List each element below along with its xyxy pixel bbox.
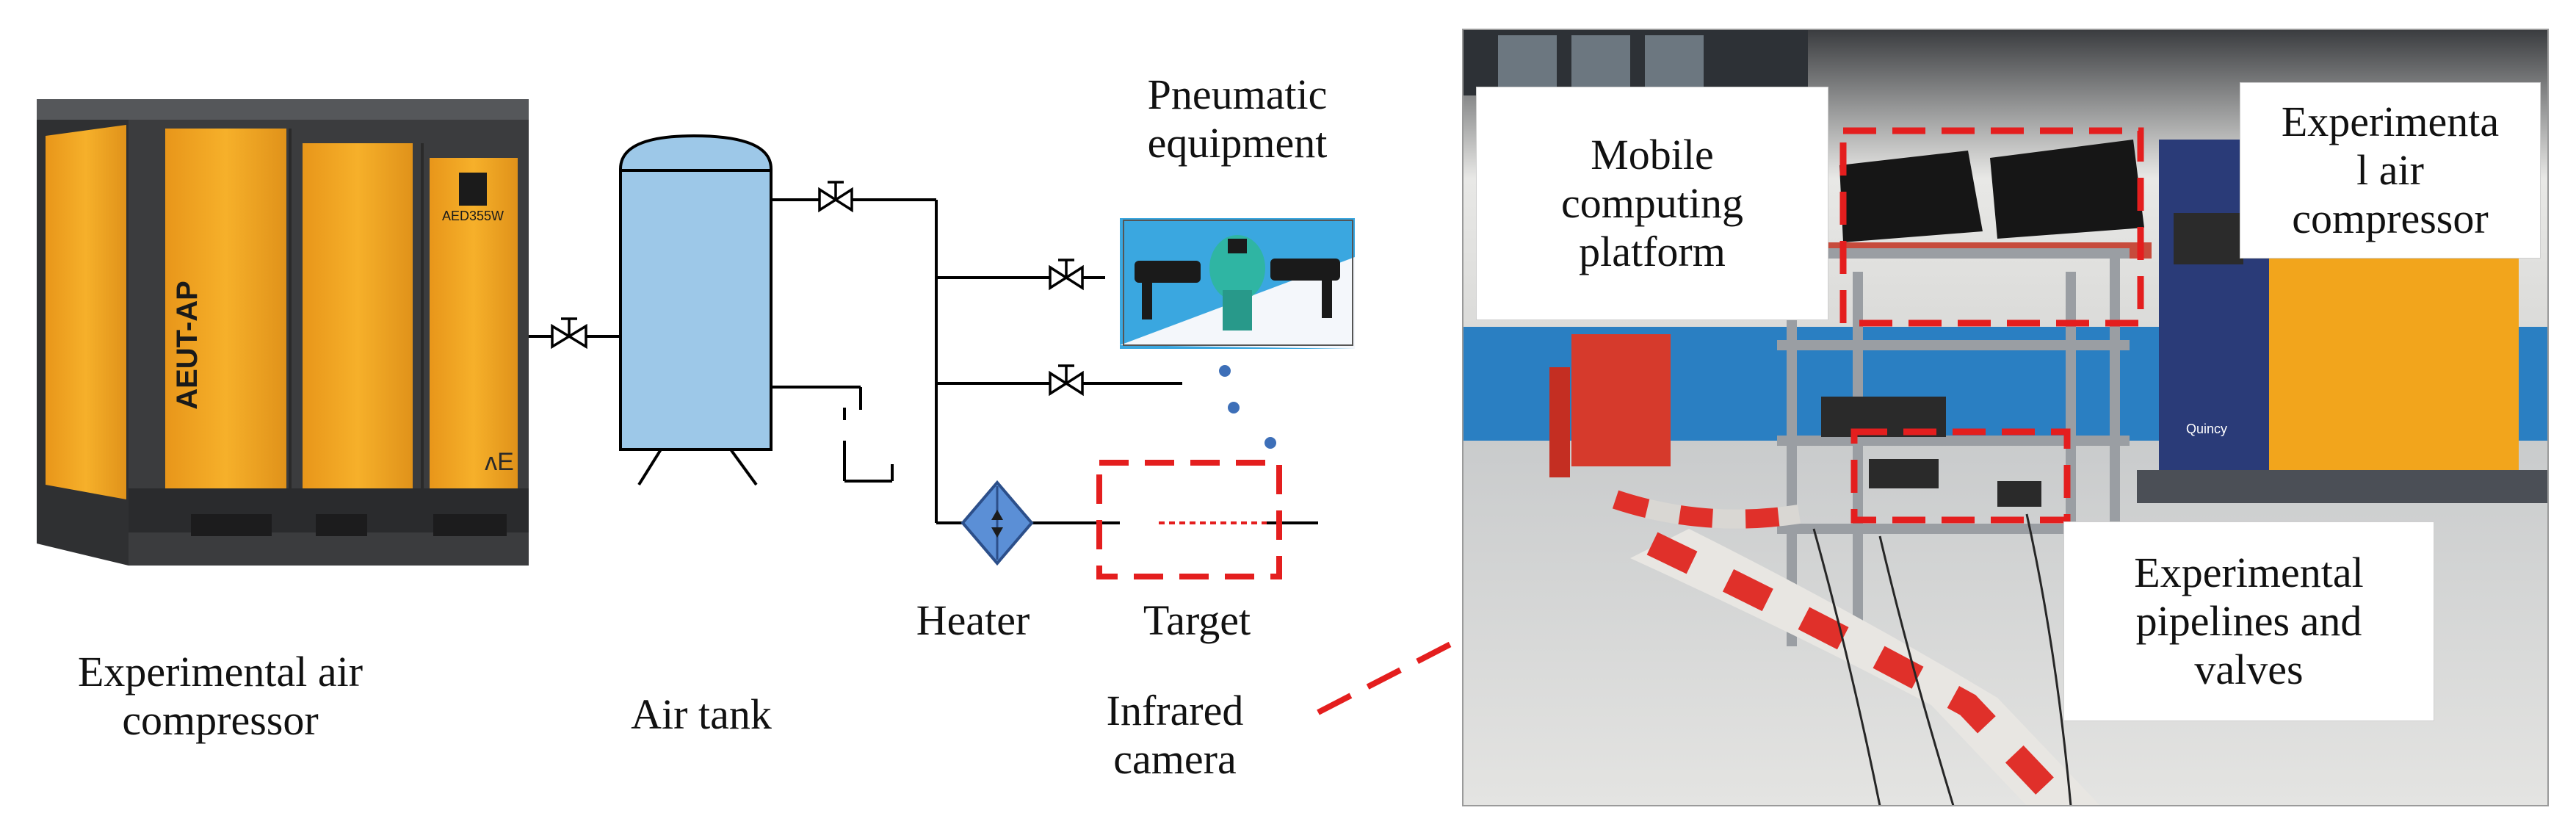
compressor-brand-text: AEUT-AP [171, 281, 203, 410]
heater-icon [960, 480, 1034, 566]
label-mobile-computing-platform: Mobile computing platform [1476, 87, 1828, 320]
valve-icon [1049, 364, 1084, 397]
label-compressor-left: Experimental air compressor [77, 648, 363, 744]
label-air-tank: Air tank [631, 690, 772, 738]
compressor-logo-icon: ᴧE [485, 448, 514, 476]
label-pneumatic-equipment: Pneumatic equipment [1147, 71, 1328, 167]
label-target: Target [1143, 596, 1251, 644]
label-infrared-camera: Infrared camera [1106, 687, 1244, 783]
label-heater: Heater [916, 596, 1030, 644]
pipeline-dashed-box [1850, 428, 2071, 524]
target-dashed-box [1096, 460, 1282, 579]
photo-brand-text: Quincy [2186, 422, 2227, 436]
compressor-model-text: AED355W [442, 209, 504, 223]
label-compressor-right: Experimenta l air compressor [2240, 82, 2541, 259]
computer-dashed-box [1839, 127, 2144, 327]
pneumatic-equipment-image [1120, 218, 1355, 349]
air-compressor-illustration: AEUT-AP AED355W ᴧE [37, 99, 529, 566]
valve-icon [551, 317, 587, 350]
valve-icon [1049, 259, 1084, 291]
air-tank-icon [619, 134, 773, 486]
valve-icon [818, 181, 853, 213]
drain-trap-icon [843, 408, 894, 483]
label-pipelines-valves: Experimental pipelines and valves [2063, 521, 2434, 721]
spray-droplets [1219, 365, 1276, 449]
